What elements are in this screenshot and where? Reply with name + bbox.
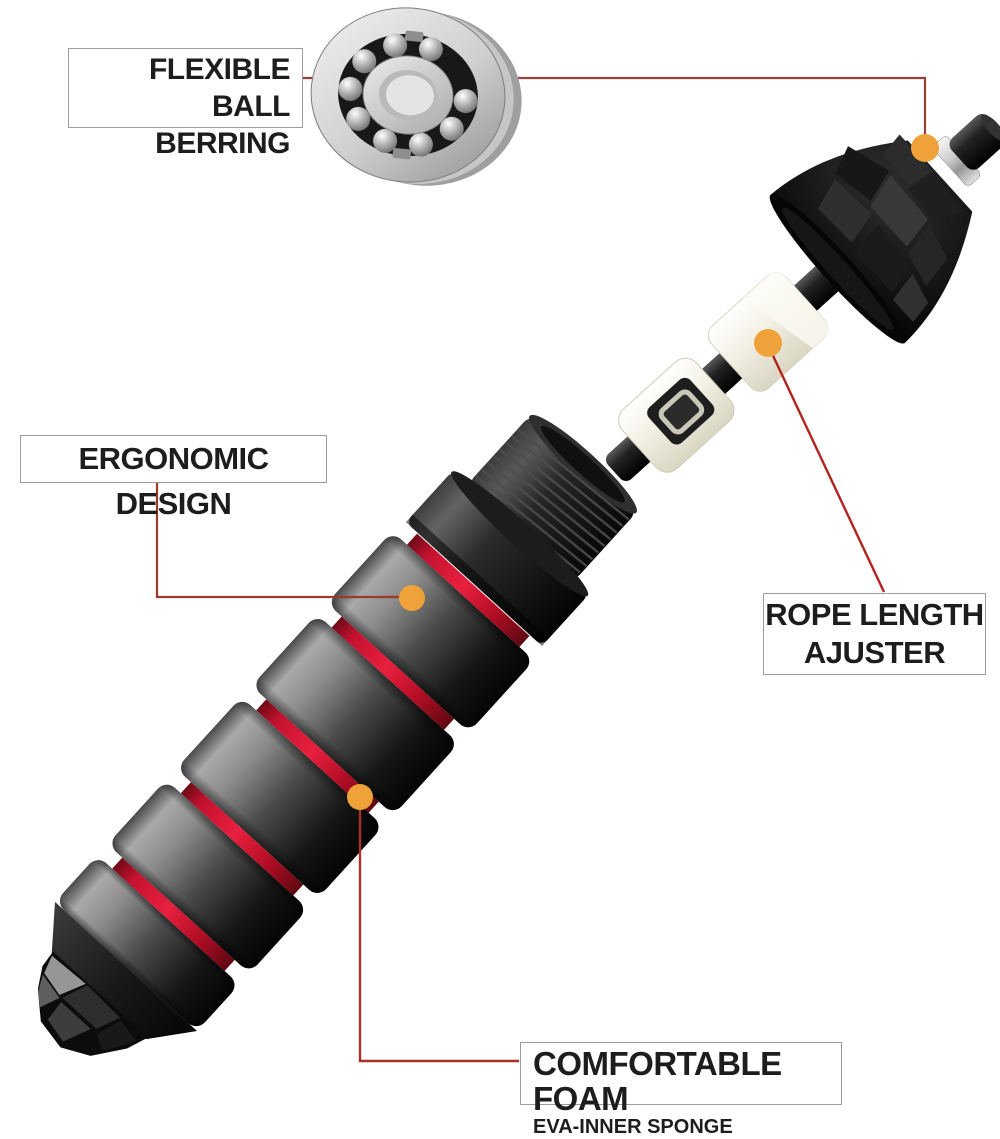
- callout-adjuster-line2: AJUSTER: [803, 635, 946, 670]
- callout-foam-subtitle: EVA-INNER SPONGE: [533, 1116, 733, 1138]
- callout-adjuster-line1: ROPE LENGTH: [765, 597, 984, 632]
- dot-adjuster: [754, 329, 782, 357]
- leader-line-adjuster: [766, 344, 886, 593]
- handle-taper: [51, 901, 198, 1040]
- dot-ergonomic: [399, 585, 425, 611]
- callout-ergonomic-text: ERGONOMIC DESIGN: [78, 441, 269, 521]
- rope-rod-tip: [949, 113, 1000, 170]
- leader-line-ergonomic: [155, 483, 401, 599]
- callout-foam-title: COMFORTABLE FOAM: [533, 1045, 782, 1117]
- callout-bearing-line2: BERRING: [155, 127, 290, 160]
- callout-comfortable-foam: COMFORTABLE FOAM EVA-INNER SPONGE: [520, 1042, 842, 1138]
- ball-bearing-image: [310, 7, 522, 186]
- handle-foam-segments: [59, 536, 530, 1027]
- handle-collar: [405, 471, 589, 646]
- product-diagram: FLEXIBLE BALL BERRING ERGONOMIC DESIGN R…: [20, 7, 1000, 1138]
- rope-cap: [769, 134, 973, 344]
- rope-assembly: [605, 113, 1000, 481]
- marker-dots: [347, 134, 939, 810]
- leader-line-foam: [358, 800, 519, 1063]
- product-illustration: [37, 7, 1000, 1063]
- callout-bearing-line1: FLEXIBLE BALL: [148, 53, 291, 123]
- rope-adjuster-clip: [618, 357, 735, 473]
- handle-end-cap: [37, 951, 148, 1056]
- dot-bearing: [911, 134, 939, 162]
- bearing-balls: [338, 30, 478, 160]
- callout-rope-length-adjuster: ROPE LENGTH AJUSTER: [763, 593, 986, 675]
- handle: [37, 414, 637, 1056]
- handle-red-stripes: [112, 533, 530, 971]
- callout-ergonomic-design: ERGONOMIC DESIGN: [20, 435, 327, 521]
- callout-flexible-ball-bearing: FLEXIBLE BALL BERRING: [68, 48, 303, 160]
- dot-foam: [347, 784, 373, 810]
